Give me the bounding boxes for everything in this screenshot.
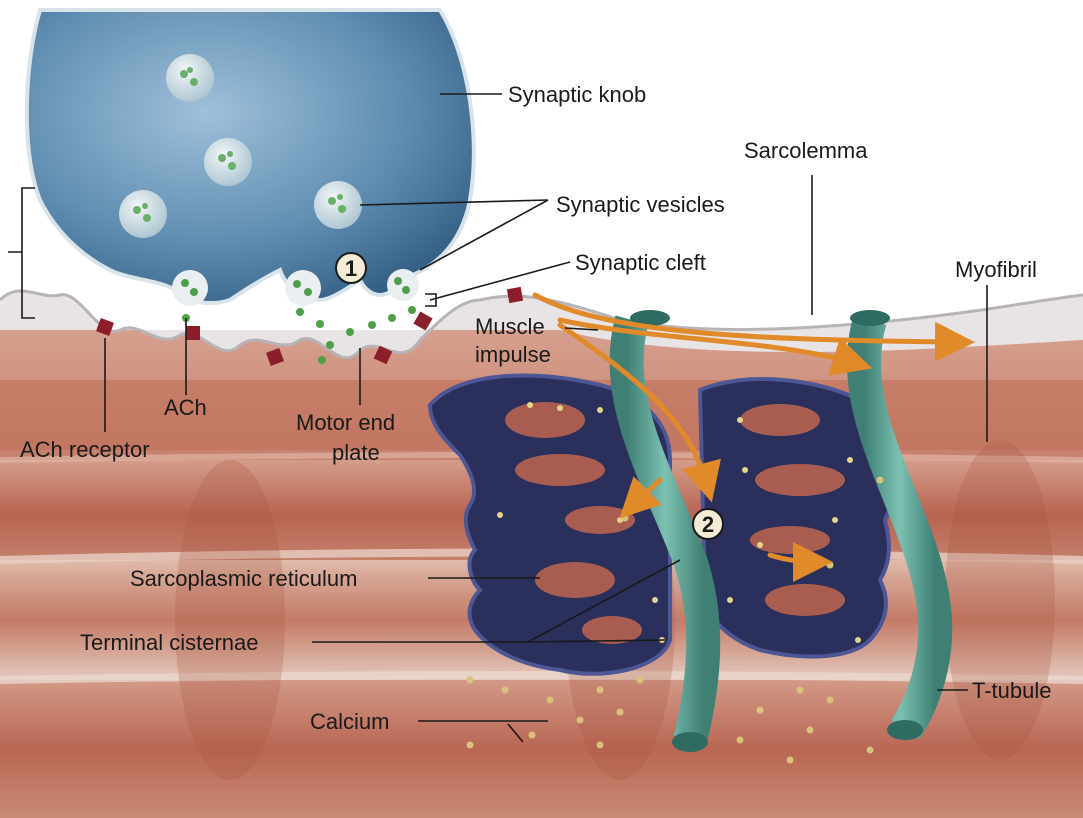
vesicle <box>119 190 167 238</box>
label-motor-end-plate-line2: plate <box>332 440 380 465</box>
label-muscle-impulse-line1: Muscle <box>475 314 545 339</box>
vesicle <box>204 138 252 186</box>
label-muscle-impulse-line2: impulse <box>475 342 551 367</box>
label-sarcolemma: Sarcolemma <box>744 138 868 163</box>
label-terminal-cisternae: Terminal cisternae <box>80 630 259 655</box>
label-synaptic-cleft: Synaptic cleft <box>575 250 706 275</box>
step-2-marker: 2 <box>693 509 723 539</box>
vesicle <box>166 54 214 102</box>
step-1-marker: 1 <box>336 253 366 283</box>
label-sarcoplasmic-reticulum: Sarcoplasmic reticulum <box>130 566 357 591</box>
fusing-vesicle <box>172 270 208 306</box>
label-synaptic-knob: Synaptic knob <box>508 82 646 107</box>
fusing-vesicle <box>387 269 419 301</box>
step-1-number: 1 <box>345 256 357 281</box>
label-t-tubule: T-tubule <box>972 678 1052 703</box>
vesicle <box>314 181 362 229</box>
label-ach-receptor: ACh receptor <box>20 437 150 462</box>
step-2-number: 2 <box>702 512 714 537</box>
label-motor-end-plate-line1: Motor end <box>296 410 395 435</box>
label-synaptic-vesicles: Synaptic vesicles <box>556 192 725 217</box>
fusing-vesicle <box>285 270 321 306</box>
label-calcium: Calcium <box>310 709 389 734</box>
label-ach: ACh <box>164 395 207 420</box>
label-myofibril: Myofibril <box>955 257 1037 282</box>
